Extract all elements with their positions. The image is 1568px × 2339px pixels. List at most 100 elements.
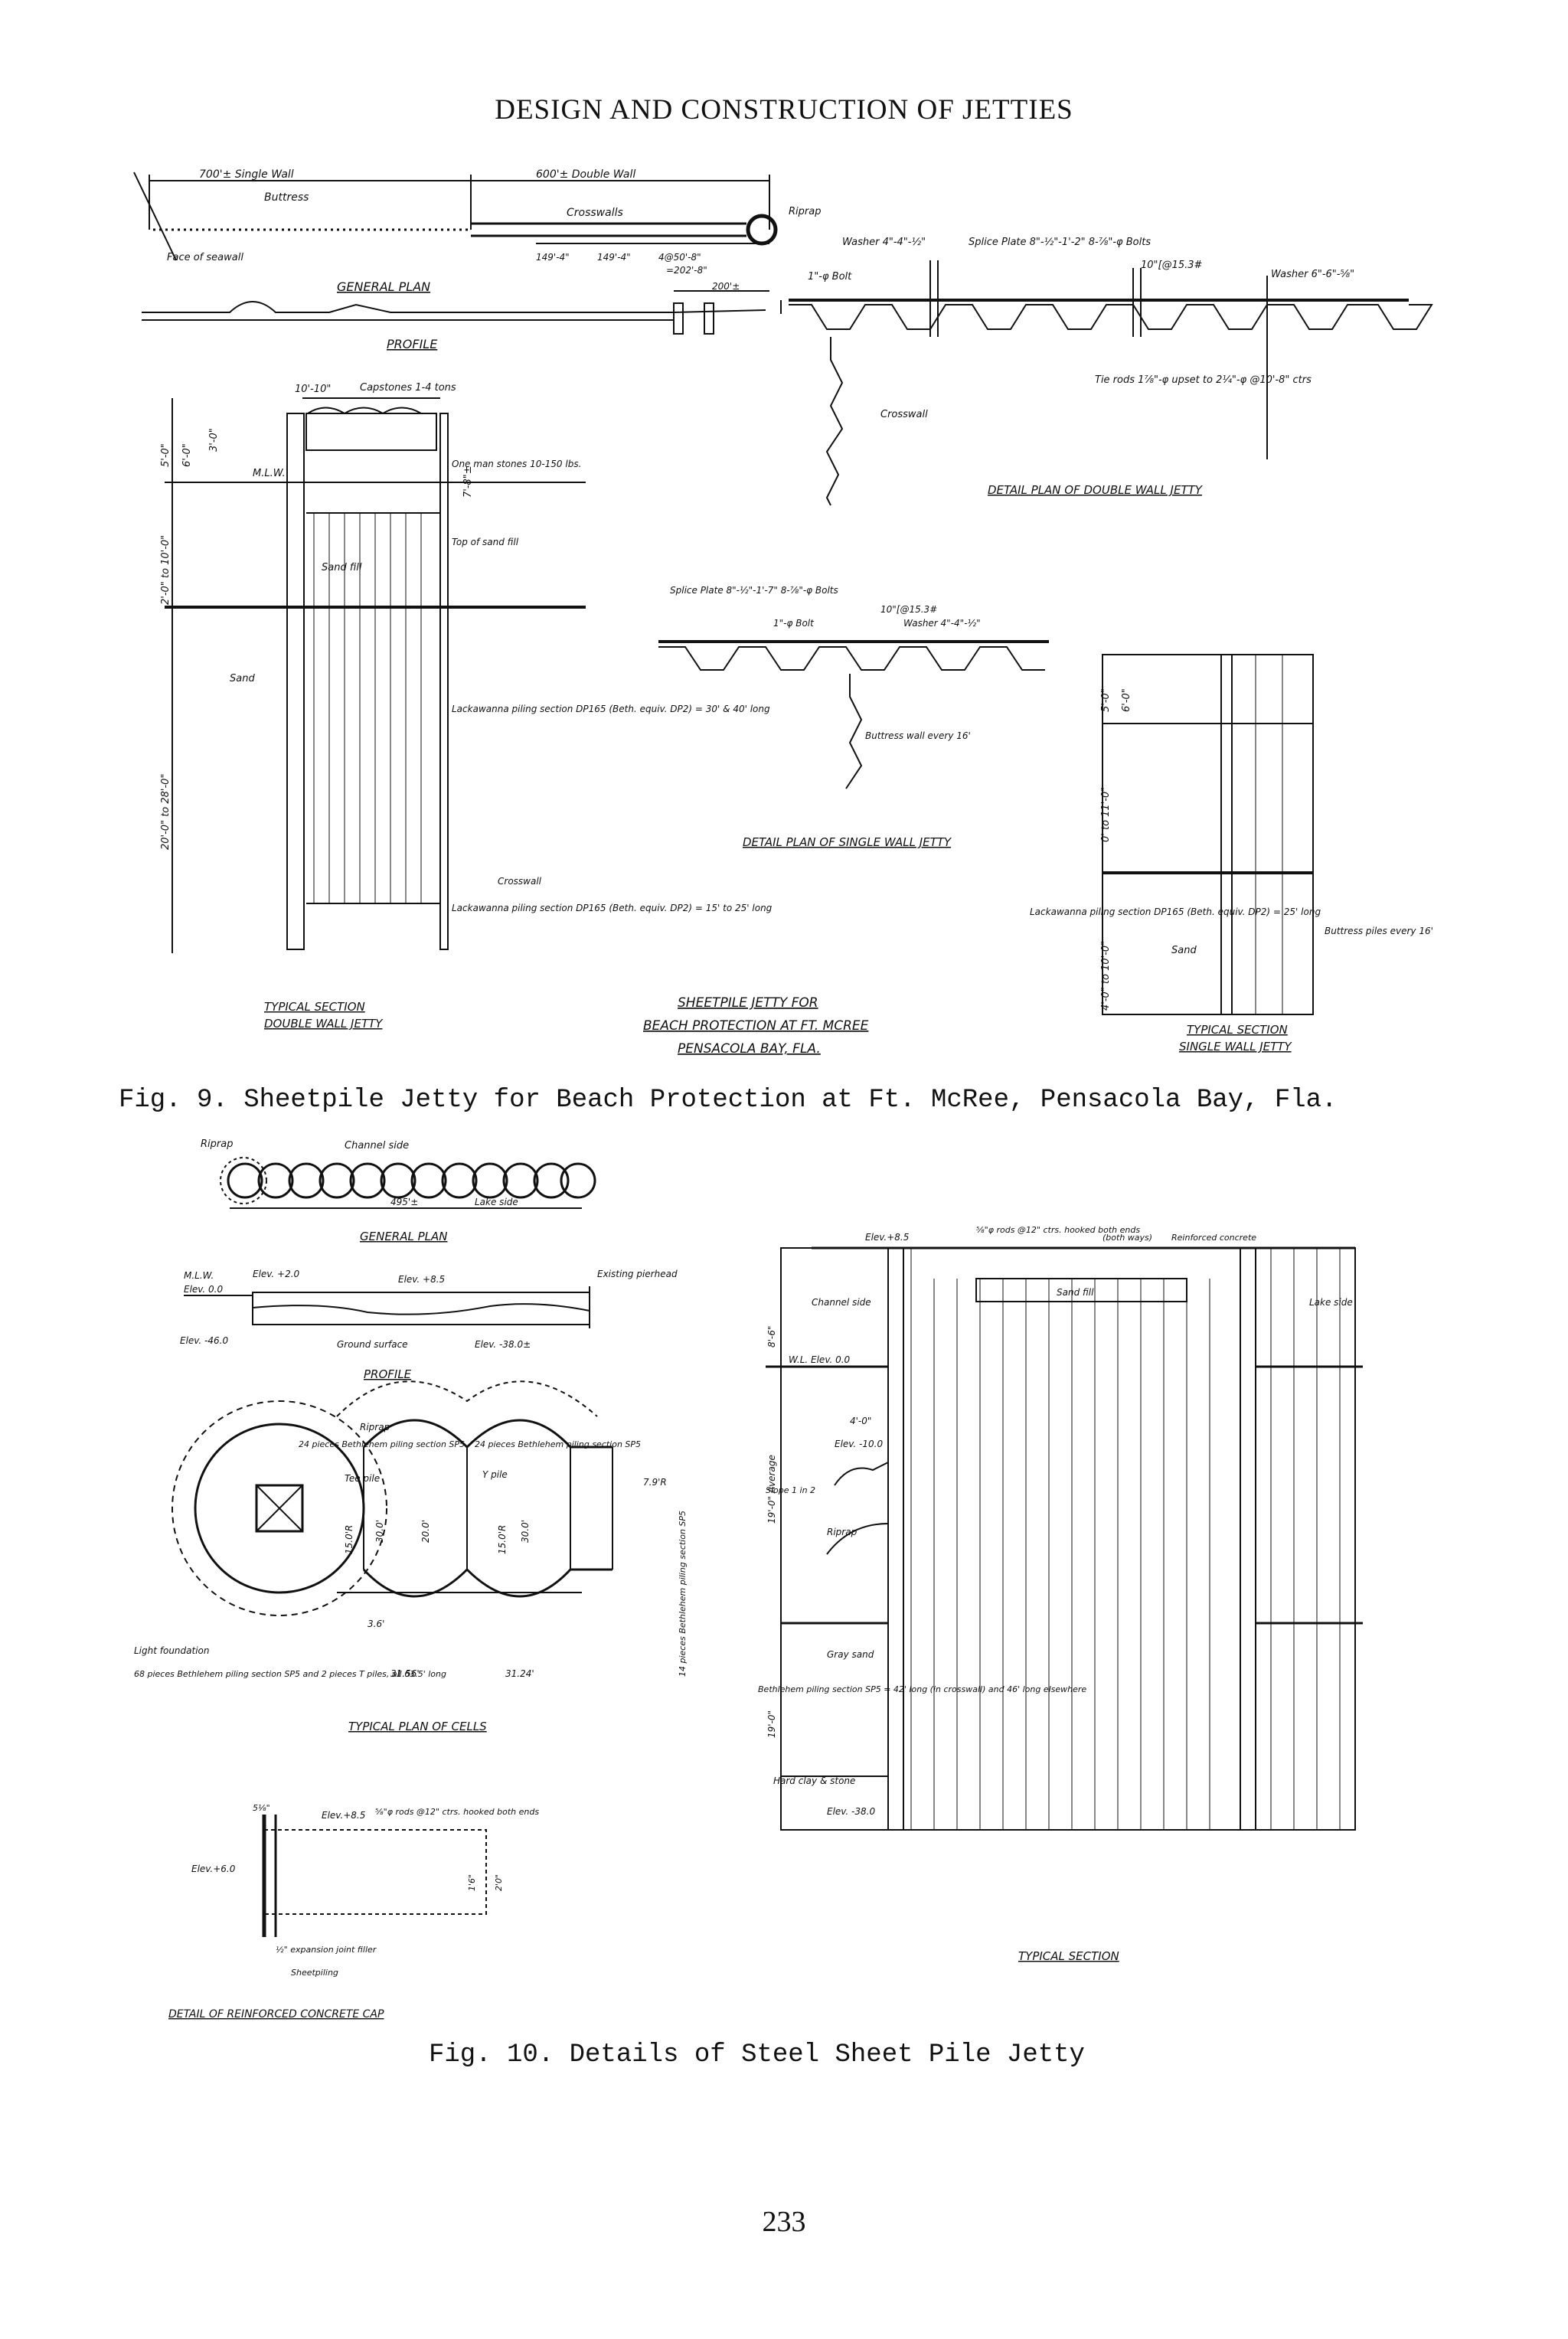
figure-10-drawing: Riprap Channel side 495'± Lake side GENE…: [134, 1138, 1363, 2020]
f10-elev20: Elev. +2.0: [253, 1269, 300, 1279]
f10-dim-g: 3.6': [368, 1619, 384, 1629]
f10-cap-dim2: 1'6": [467, 1874, 477, 1891]
washer-label: Washer 4"-4"-½": [842, 237, 926, 248]
tierods-label: Tie rods 1⅞"-φ upset to 2¼"-φ @10'-8" ct…: [1095, 374, 1312, 386]
f10-cap-rods: ⅝"φ rods @12" ctrs. hooked both ends: [375, 1807, 539, 1817]
dim-1: 149'-4": [536, 252, 570, 263]
figure-9-drawing: 700'± Single Wall 600'± Double Wall Butt…: [133, 168, 1433, 1057]
page-number: 233: [762, 2206, 806, 2238]
f10-cap-elev85: Elev.+8.5: [322, 1810, 365, 1821]
f10-lake-side: Lake side: [475, 1197, 518, 1207]
double-detail-title: DETAIL PLAN OF DOUBLE WALL JETTY: [988, 483, 1204, 497]
dim-2: 149'-4": [597, 252, 631, 263]
f10-sec-lake: Lake side: [1309, 1297, 1353, 1308]
typ-double-title-2: DOUBLE WALL JETTY: [264, 1017, 384, 1031]
bolt-label: 1"-φ Bolt: [808, 271, 852, 283]
f10-sec-dim1: 8'-6": [766, 1326, 777, 1348]
sand-label: Sand: [230, 673, 255, 684]
riprap-label: Riprap: [789, 206, 821, 217]
f10-tee: Tee pile: [345, 1473, 380, 1484]
single-dim-4-10ft: 4'-0" to 10'-0": [1100, 941, 1112, 1011]
f10-sec-riprap: Riprap: [827, 1527, 858, 1537]
dim-20-28ft: 20'-0" to 28'-0": [160, 774, 172, 850]
f10-sec-reinforced: Reinforced concrete: [1171, 1233, 1256, 1243]
dim-7ft: 7'-8"±: [462, 466, 474, 498]
f10-pieces4: 14 pieces Bethlehem piling section SP5: [678, 1511, 688, 1677]
f10-sec-elev10: Elev. -10.0: [835, 1439, 883, 1449]
fig10-caption: Fig. 10. Details of Steel Sheet Pile Jet…: [429, 2040, 1085, 2069]
f10-dim-e: 15.0'R: [497, 1525, 508, 1554]
f10-profile-title: PROFILE: [364, 1367, 412, 1381]
f10-pieces2: 24 pieces Bethlehem piling section SP5: [475, 1439, 641, 1449]
f10-elev0: Elev. 0.0: [184, 1284, 224, 1295]
fig9-main-title-3: PENSACOLA BAY, FLA.: [678, 1041, 821, 1057]
single-wall-label: 700'± Single Wall: [199, 168, 294, 181]
single-splice-label: Splice Plate 8"-½"-1'-7" 8-⅞"-φ Bolts: [670, 585, 838, 596]
crosswall2-label: Crosswall: [498, 876, 542, 887]
single-sand-label: Sand: [1171, 945, 1197, 956]
dim-3ft: 3'-0": [208, 428, 220, 452]
top-fill-label: Top of sand fill: [452, 537, 519, 547]
crosswall-label: Crosswall: [880, 409, 928, 420]
f10-existing: Existing pierhead: [597, 1269, 678, 1279]
f10-ypile: Y pile: [482, 1469, 508, 1480]
splice-label: Splice Plate 8"-½"-1'-2" 8-⅞"-φ Bolts: [969, 237, 1151, 248]
f10-general-plan-title: GENERAL PLAN: [360, 1230, 448, 1243]
f10-dim-a: 30.0': [374, 1520, 385, 1543]
double-wall-label: 600'± Double Wall: [536, 168, 635, 181]
f10-sec-dim4: 19'-0": [766, 1710, 777, 1738]
washer2-label: Washer 6"-6"-⅝": [1271, 269, 1354, 280]
single-washer-label: Washer 4"-4"-½": [903, 618, 981, 629]
buttress-label: Buttress: [264, 191, 309, 204]
f10-channel-side: Channel side: [345, 1140, 409, 1152]
mlw-label: M.L.W.: [253, 468, 286, 479]
f10-sec-dim2: 19'-0" Average: [766, 1455, 777, 1524]
fig9-caption: Fig. 9. Sheetpile Jetty for Beach Protec…: [119, 1086, 1338, 1115]
f10-cells-title: TYPICAL PLAN OF CELLS: [348, 1720, 487, 1733]
pile2-label: Lackawanna piling section DP165 (Beth. e…: [452, 903, 773, 913]
f10-sec-elev38: Elev. -38.0: [827, 1806, 875, 1817]
f10-light: Light foundation: [134, 1645, 210, 1656]
sand-fill-label: Sand fill: [322, 562, 362, 573]
f10-sec-rods: ⅝"φ rods @12" ctrs. hooked both ends: [976, 1225, 1140, 1235]
f10-dim-f: 7.9'R: [643, 1477, 667, 1488]
f10-dim-h: 31.56': [390, 1668, 420, 1679]
single-detail-title: DETAIL PLAN OF SINGLE WALL JETTY: [743, 835, 952, 849]
f10-sec-hard: Hard clay & stone: [773, 1775, 855, 1786]
fig9-profile-title: PROFILE: [387, 337, 438, 351]
f10-ground: Ground surface: [337, 1339, 408, 1350]
f10-riprap-cells: Riprap: [360, 1422, 390, 1432]
f10-elev46: Elev. -46.0: [180, 1335, 228, 1346]
fig9-main-title-1: SHEETPILE JETTY FOR: [678, 995, 818, 1011]
dim-5ft: 5'-0": [160, 443, 172, 467]
f10-cap-dim1: 5⅛": [253, 1803, 270, 1813]
f10-dim-d: 15.0'R: [344, 1525, 354, 1554]
single-dim-6ft: 6'-0": [1121, 688, 1132, 712]
f10-cap-title: DETAIL OF REINFORCED CONCRETE CAP: [168, 2008, 384, 2020]
f10-sec-dim3: 4'-0": [850, 1416, 871, 1426]
f10-sec-both: (both ways): [1102, 1233, 1152, 1243]
dim-2-10ft: 2'-0" to 10'-0": [160, 535, 172, 605]
single-channel-label: 10"[@15.3#: [880, 604, 937, 615]
dim-3: 4@50'-8": [658, 252, 701, 263]
f10-sec-elev85: Elev.+8.5: [865, 1232, 909, 1243]
typ-single-title-1: TYPICAL SECTION: [1187, 1023, 1288, 1037]
f10-sec-slope: Slope 1 in 2: [766, 1485, 815, 1495]
f10-sec-channel: Channel side: [812, 1297, 871, 1308]
f10-sec-gray: Gray sand: [827, 1649, 874, 1660]
f10-dim-i: 31.24': [505, 1668, 534, 1679]
fig9-main-title-2: BEACH PROTECTION AT FT. MCREE: [643, 1018, 869, 1034]
f10-cap-sheet: Sheetpiling: [291, 1968, 338, 1978]
buttress-piles-label: Buttress piles every 16': [1325, 926, 1433, 936]
f10-section-title: TYPICAL SECTION: [1018, 1949, 1119, 1963]
capstones-label: Capstones 1-4 tons: [360, 382, 456, 394]
dim-6ft: 6'-0": [181, 443, 193, 467]
f10-sec-sandfill: Sand fill: [1057, 1287, 1094, 1298]
f10-elev38: Elev. -38.0±: [475, 1339, 531, 1350]
f10-cap-joint: ½" expansion joint filler: [276, 1945, 377, 1955]
f10-sec-wl: W.L. Elev. 0.0: [789, 1354, 851, 1365]
typ-double-title-1: TYPICAL SECTION: [264, 1000, 365, 1014]
dim-5: 200'±: [712, 281, 740, 292]
pile1-label: Lackawanna piling section DP165 (Beth. e…: [452, 704, 770, 714]
f10-pieces3: 68 pieces Bethlehem piling section SP5 a…: [134, 1669, 446, 1679]
